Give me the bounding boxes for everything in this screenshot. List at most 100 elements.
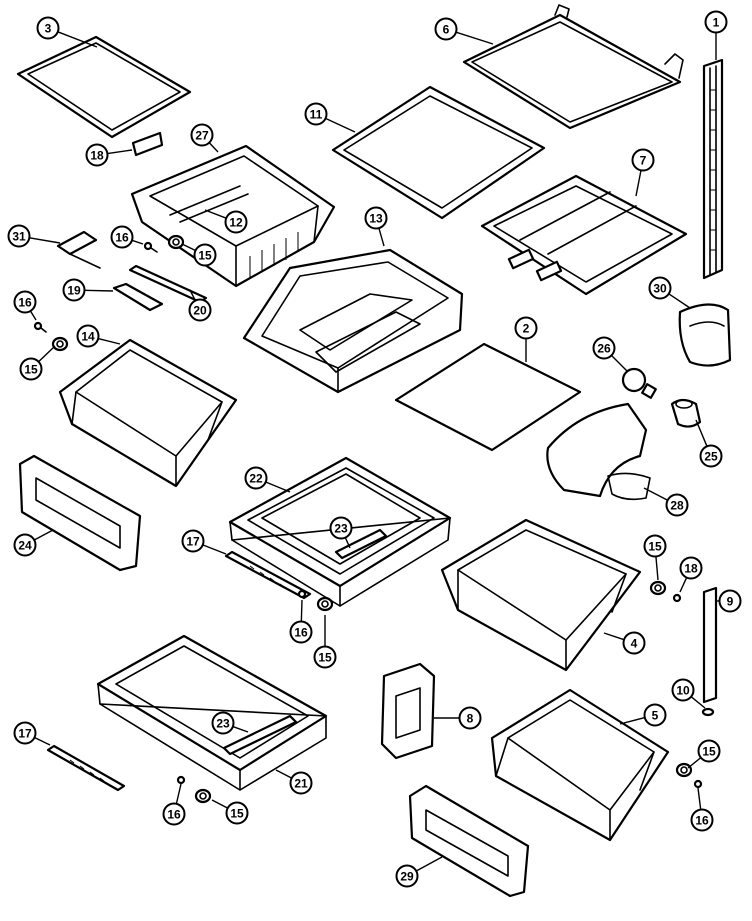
callout-number: 13 — [369, 212, 383, 226]
callout-circle — [188, 298, 212, 322]
callout-circle — [364, 206, 388, 230]
callout-number: 16 — [18, 296, 32, 310]
callout-26: 26 — [592, 336, 629, 373]
callout-number: 27 — [195, 129, 209, 143]
callout-leader-line — [690, 696, 706, 709]
part-16-screw-c — [297, 589, 307, 599]
callout-leader-line — [265, 481, 291, 493]
callout-30: 30 — [648, 276, 691, 309]
callout-circle — [13, 721, 37, 745]
callout-leader-line — [415, 856, 443, 872]
callout-circle — [181, 529, 205, 553]
callout-circle — [718, 589, 742, 613]
callout-number: 1 — [713, 16, 720, 30]
callout-16: 16 — [110, 225, 144, 249]
part-17-slide-rail-a — [224, 550, 312, 600]
part-26-light-bulb — [621, 367, 657, 399]
callout-number: 15 — [198, 249, 212, 263]
callout-number: 14 — [81, 330, 95, 344]
callout-circle — [699, 444, 723, 468]
callout-leader-line — [655, 556, 659, 581]
callout-leader-line — [300, 599, 303, 622]
part-15-roller-c — [649, 580, 667, 596]
part-25-socket — [670, 398, 702, 428]
part-2-glass-panel — [394, 342, 582, 452]
callout-circle — [76, 324, 100, 348]
callout-circle — [224, 210, 248, 234]
callout-number: 9 — [727, 595, 734, 609]
callout-23: 23 — [329, 516, 353, 549]
callout-leader-line — [635, 170, 642, 197]
callout-leader-line — [679, 577, 688, 593]
callout-23: 23 — [211, 711, 249, 735]
callout-leader-line — [34, 736, 51, 746]
callout-circle — [514, 316, 538, 340]
callout-16: 16 — [13, 290, 37, 321]
callout-20: 20 — [188, 289, 212, 322]
callout-7: 7 — [631, 148, 655, 197]
callout-27: 27 — [190, 123, 219, 153]
callout-circle — [7, 224, 31, 248]
callout-16: 16 — [162, 783, 186, 826]
part-8-housing — [380, 662, 436, 760]
part-18-bracket — [131, 131, 164, 157]
part-4-crisper-drawer — [440, 518, 642, 672]
callout-15: 15 — [181, 243, 217, 267]
callout-leader-line — [687, 757, 702, 769]
part-15-roller-a — [167, 234, 185, 250]
callout-leader-line — [603, 632, 625, 641]
callout-circle — [643, 703, 667, 727]
callout-19: 19 — [62, 278, 114, 302]
callout-number: 7 — [640, 154, 647, 168]
callout-number: 4 — [631, 637, 638, 651]
callout-number: 30 — [653, 282, 667, 296]
callout-25: 25 — [695, 419, 723, 468]
callout-leader-line — [33, 529, 54, 541]
callout-leader-line — [29, 237, 61, 244]
callout-leader-line — [325, 117, 356, 133]
callout-number: 16 — [294, 626, 308, 640]
callout-circle — [190, 123, 214, 147]
part-20-slide — [128, 264, 208, 304]
callout-leader-line — [610, 354, 629, 373]
part-1-channel — [702, 58, 724, 280]
callout-leader-line — [232, 725, 249, 733]
callout-circle — [458, 706, 482, 730]
callout-leader-line — [181, 243, 196, 252]
callout-leader-line — [344, 537, 351, 549]
callout-circle — [289, 620, 313, 644]
part-30-cover — [678, 303, 732, 367]
part-16-screw-b — [33, 321, 47, 333]
callout-4: 4 — [603, 631, 646, 655]
callout-15: 15 — [313, 615, 337, 669]
callout-16: 16 — [690, 787, 714, 832]
callout-number: 15 — [318, 651, 332, 665]
callout-13: 13 — [364, 206, 388, 247]
callout-17: 17 — [13, 721, 51, 746]
callout-number: 19 — [67, 284, 81, 298]
callout-circle — [13, 290, 37, 314]
callout-circle — [211, 711, 235, 735]
callout-number: 16 — [695, 814, 709, 828]
callout-circle — [162, 802, 186, 826]
part-15-roller-f — [194, 788, 212, 804]
callout-leader-line — [38, 345, 56, 363]
callout-circle — [631, 148, 655, 172]
callout-number: 31 — [12, 230, 26, 244]
callout-leader-line — [378, 227, 385, 247]
part-16-screw-a — [143, 241, 158, 253]
callout-leader-line — [275, 769, 293, 779]
callout-number: 22 — [249, 472, 263, 486]
callout-number: 26 — [597, 342, 611, 356]
callout-circle — [36, 16, 60, 40]
callout-leader-line — [84, 289, 114, 292]
part-17-slide-rail-b — [46, 744, 126, 792]
callout-leader-line — [643, 487, 668, 501]
callout-number: 6 — [443, 23, 450, 37]
callout-number: 20 — [193, 304, 207, 318]
callout-circle — [19, 357, 43, 381]
callout-circle — [329, 516, 353, 540]
callout-15: 15 — [19, 345, 56, 381]
